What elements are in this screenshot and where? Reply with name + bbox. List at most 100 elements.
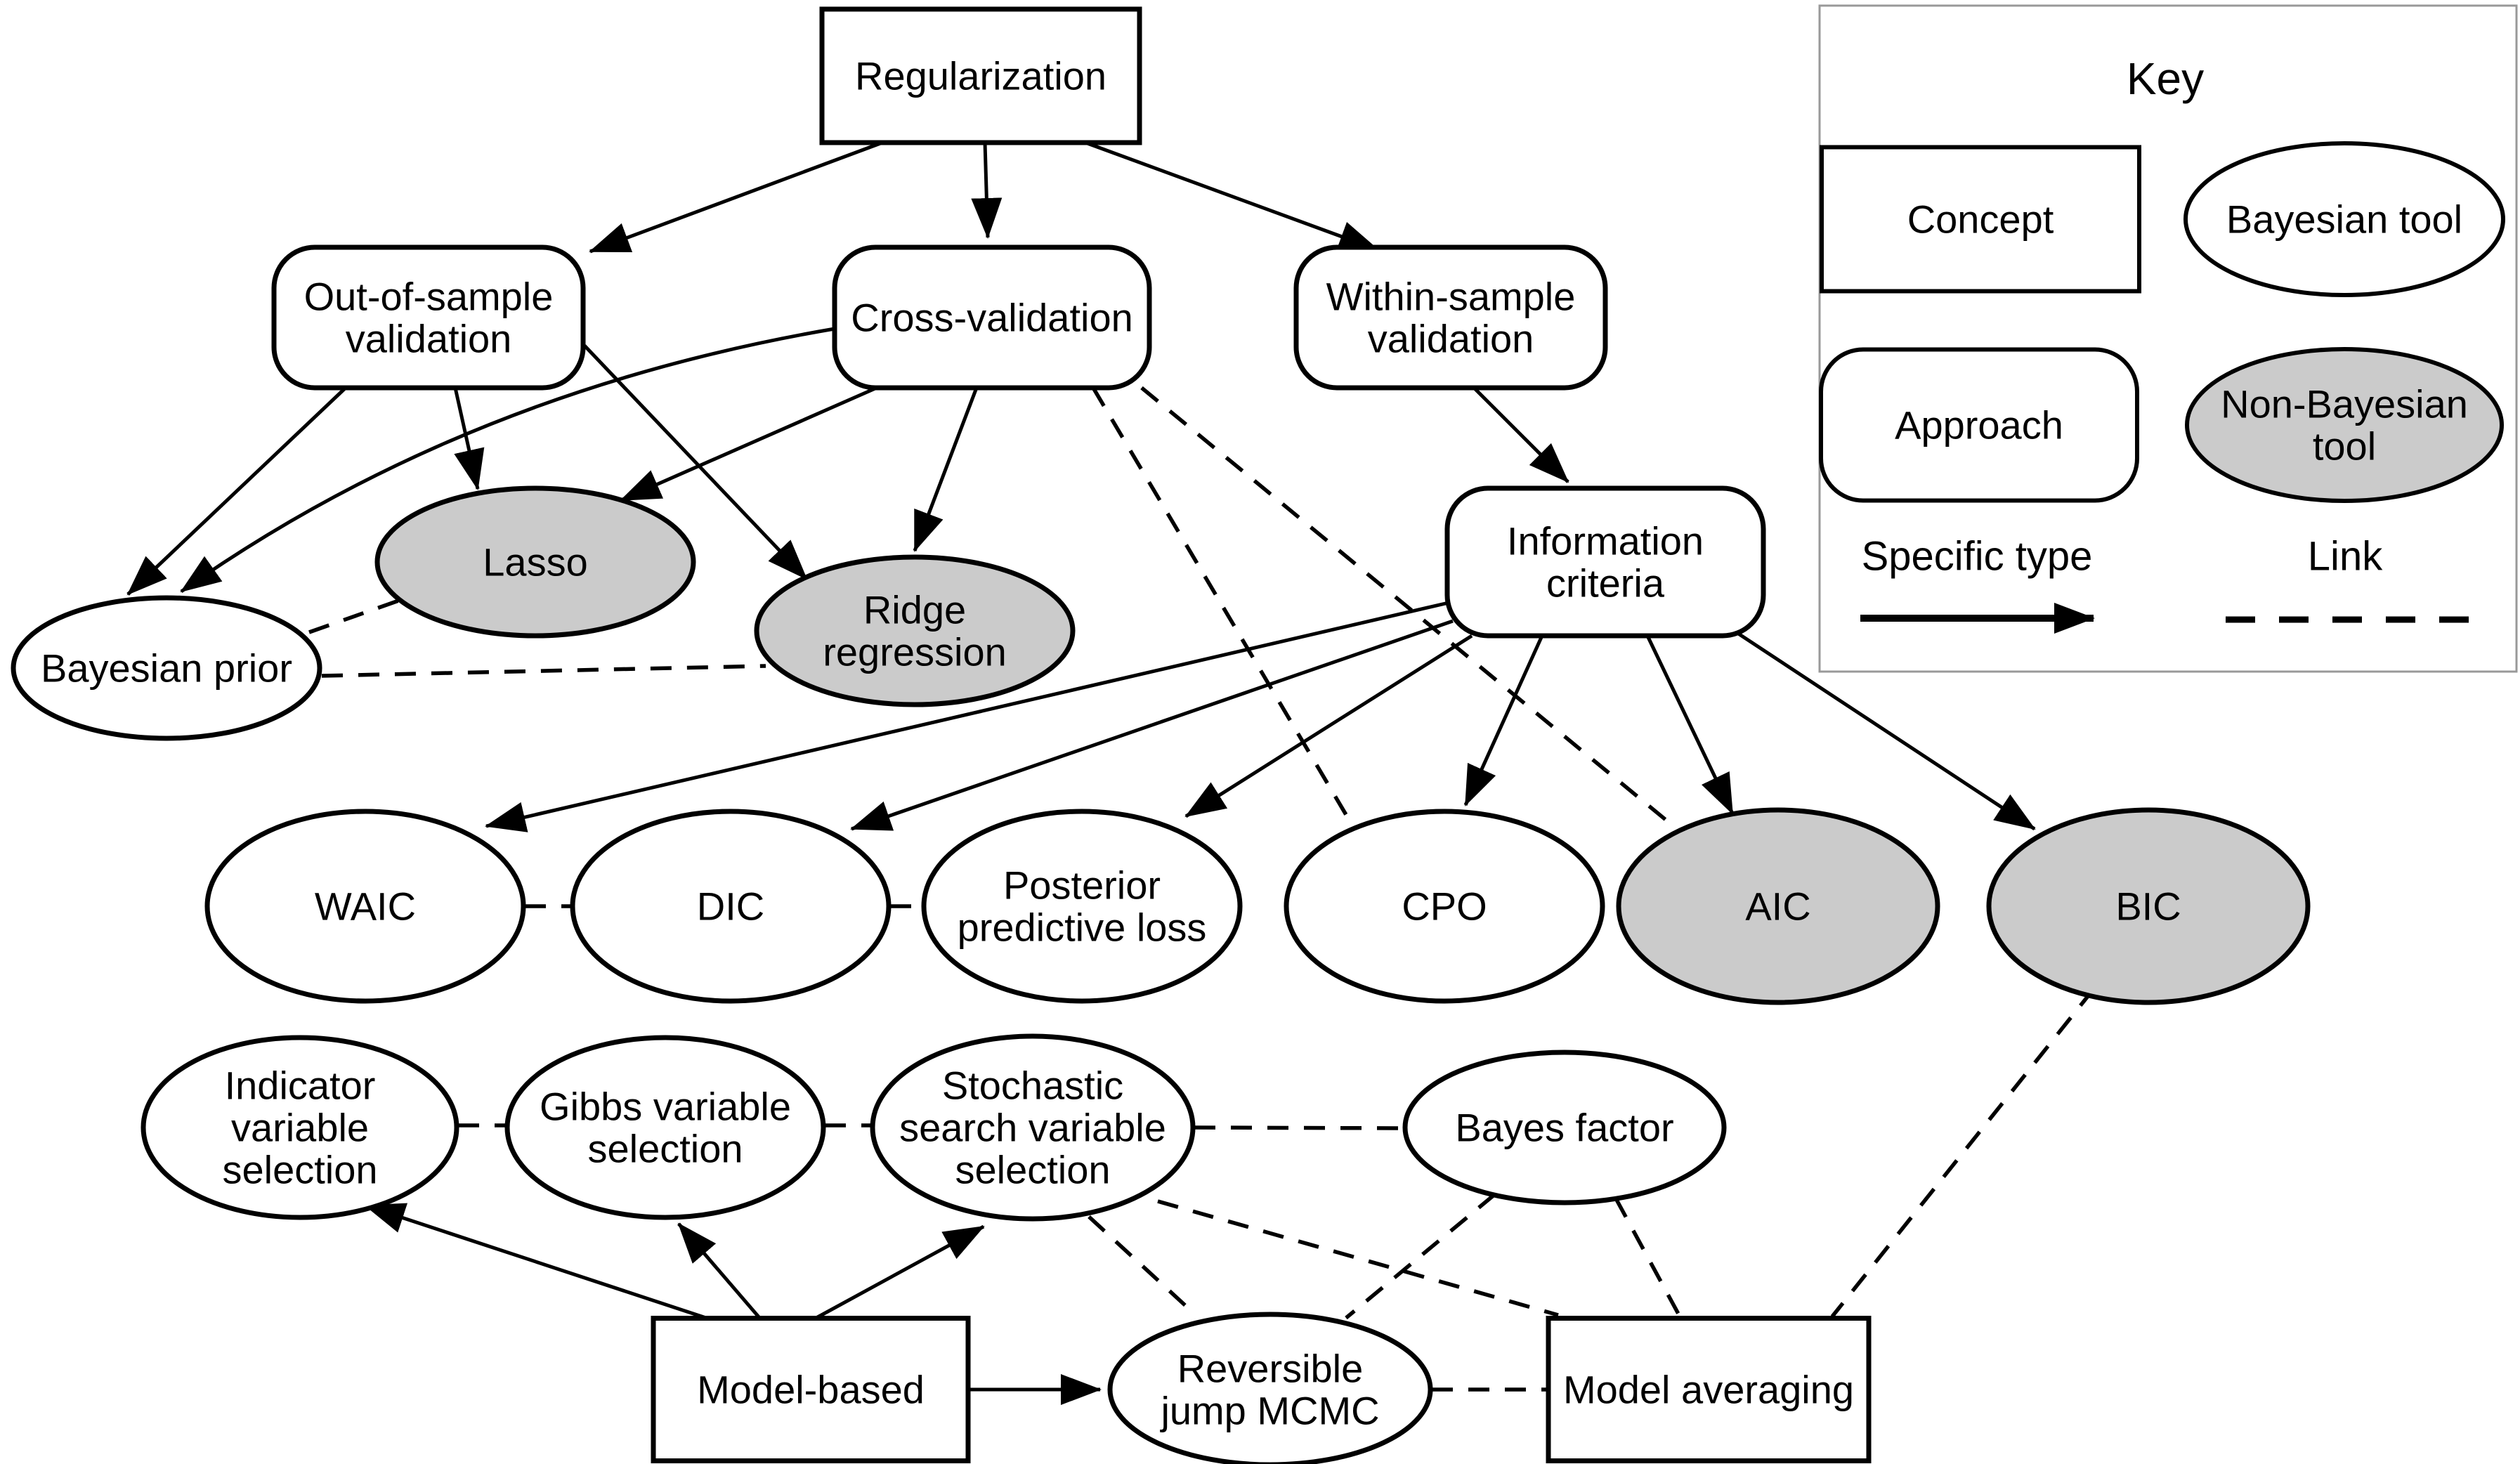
key-item-specific-type: Specific type [1860, 534, 2095, 634]
arrow-cross_validation--ridge_regression [913, 387, 979, 552]
non-bayesian-tool-shape [1616, 807, 1940, 1005]
node-lasso: Lasso [374, 485, 696, 639]
approach-shape [271, 244, 586, 391]
link-stochastic_search_variable_selection--model_averaging [1157, 1199, 1559, 1317]
node-label-key-2: Approach [1895, 403, 2063, 447]
key-item-approach: Approach [1819, 347, 2139, 503]
arrow-information_criteria--waic [485, 601, 1449, 832]
key-border [1818, 4, 2518, 673]
arrow-model_based--indicator_variable_selection [364, 1203, 709, 1321]
node-label-key-0: Concept [1907, 197, 2054, 242]
node-label-bayes_factor: Bayes factor [1455, 1106, 1673, 1150]
node-bayes_factor: Bayes factor [1402, 1050, 1727, 1205]
bayesian-tool-shape [504, 1035, 826, 1220]
node-label-aic: AIC [1745, 884, 1810, 929]
bayesian-tool-shape [1107, 1312, 1433, 1464]
node-label-cpo: CPO [1402, 884, 1487, 929]
arrow-information_criteria--aic [1645, 634, 1735, 815]
bayesian-tool-shape [141, 1035, 459, 1220]
link-bayesian_prior--lasso [308, 596, 405, 634]
concept-shape [819, 6, 1142, 145]
bayesian-tool-shape [921, 809, 1243, 1004]
node-label-model_averaging: Model averaging [1563, 1368, 1854, 1412]
link-bayesian_prior--ridge_regression [321, 664, 766, 678]
key-approach-symbol [1819, 347, 2139, 503]
arrow-information_criteria--dic [850, 619, 1454, 831]
arrow-regularization--out_of_sample_validation [589, 140, 883, 254]
link-bic--model_averaging [1830, 988, 2096, 1318]
non-bayesian-tool-shape [374, 485, 696, 639]
link-cross_validation--cpo [1091, 386, 1357, 830]
concept-shape [1546, 1316, 1872, 1463]
arrow-out_of_sample_validation--ridge_regression [583, 344, 808, 580]
bayesian-tool-shape [11, 595, 322, 741]
key-item-bayesian-tool: Bayesian tool [2183, 141, 2505, 297]
key-bayesian-tool-symbol [2183, 141, 2505, 297]
approach-shape [832, 244, 1152, 391]
node-label-bayesian_prior: Bayesian prior [41, 646, 292, 691]
node-label-key-4: Specific type [1862, 534, 2093, 580]
bayesian-tool-shape [1402, 1050, 1727, 1205]
node-bic: BIC [1986, 807, 2311, 1005]
node-bayesian_prior: Bayesian prior [11, 595, 322, 741]
bayesian-tool-shape [870, 1033, 1196, 1222]
node-model_based: Model-based [651, 1316, 971, 1463]
arrow-information_criteria--posterior_predictive_loss [1184, 634, 1473, 818]
node-aic: AIC [1616, 807, 1940, 1005]
key-concept-symbol [1820, 145, 2141, 294]
arrow-out_of_sample_validation--lasso [453, 387, 485, 490]
link-bayes_factor--reversible_jump_mcmc [1345, 1192, 1496, 1320]
approach-shape [1293, 244, 1608, 391]
arrow-model_based--stochastic_search_variable_selection [814, 1224, 985, 1321]
link-bayes_factor--model_averaging [1614, 1197, 1681, 1316]
node-label-key-5: Link [2308, 534, 2383, 580]
arrow-cross_validation--bayesian_prior [180, 327, 835, 594]
link-stochastic_search_variable_selection--reversible_jump_mcmc [1088, 1215, 1197, 1317]
node-label-model_based: Model-based [697, 1368, 925, 1412]
arrow-information_criteria--bic [1711, 615, 2036, 831]
non-bayesian-tool-shape [1986, 807, 2311, 1005]
node-label-bic: BIC [2115, 884, 2181, 929]
key-non-bayesian-tool-symbol [2185, 347, 2504, 503]
approach-shape [1444, 485, 1766, 639]
key-item-concept: Concept [1820, 145, 2141, 294]
concept-shape [651, 1316, 971, 1463]
node-label-regularization: Regularization [855, 54, 1106, 98]
arrow-cross_validation--lasso [620, 386, 878, 502]
bayesian-tool-shape [1284, 809, 1605, 1004]
node-model_averaging: Model averaging [1546, 1316, 1872, 1463]
key-title: Key [2127, 53, 2204, 104]
arrow-regularization--within_sample_validation [1085, 140, 1380, 252]
node-waic: WAIC [204, 809, 526, 1004]
non-bayesian-tool-shape [754, 554, 1076, 707]
node-label-waic: WAIC [315, 884, 416, 929]
node-regularization: Regularization [819, 6, 1142, 145]
bayesian-tool-shape [570, 809, 892, 1004]
arrow-within_sample_validation--information_criteria [1473, 386, 1569, 483]
arrow-model_based--gibbs_variable_selection [677, 1222, 762, 1320]
node-cpo: CPO [1284, 809, 1605, 1004]
arrow-information_criteria--cpo [1463, 634, 1544, 806]
arrow-out_of_sample_validation--bayesian_prior [126, 386, 347, 596]
node-cross_validation: Cross-validation [832, 244, 1152, 391]
node-label-key-1: Bayesian tool [2226, 197, 2462, 242]
